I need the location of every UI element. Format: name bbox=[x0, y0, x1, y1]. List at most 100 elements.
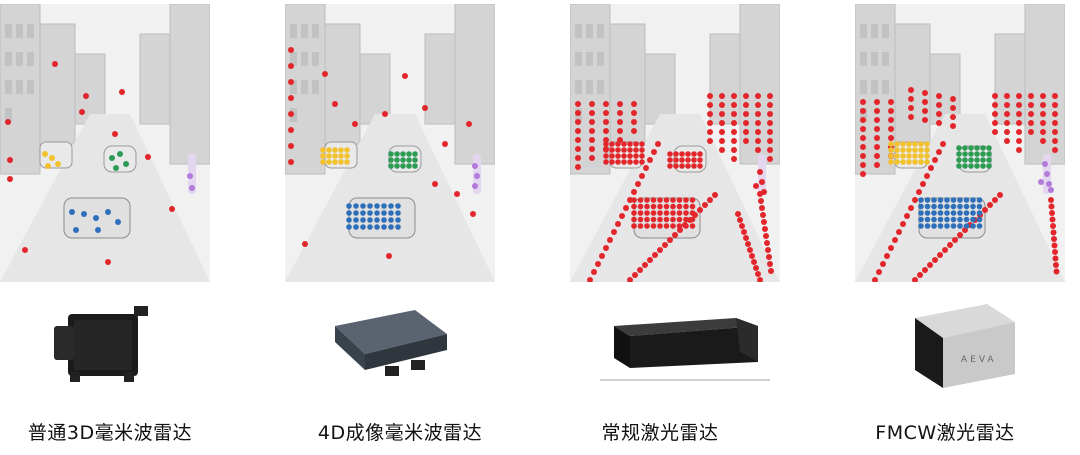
radar-point bbox=[1038, 179, 1044, 185]
building bbox=[39, 23, 76, 145]
radar-point bbox=[676, 203, 683, 210]
radar-point bbox=[918, 216, 924, 223]
radar-point bbox=[1053, 268, 1060, 275]
radar-point bbox=[667, 151, 673, 157]
radar-point bbox=[637, 203, 644, 210]
radar-point bbox=[635, 181, 641, 187]
building bbox=[74, 53, 106, 125]
window bbox=[586, 52, 593, 66]
radar-point bbox=[912, 159, 918, 165]
building bbox=[644, 53, 676, 125]
radar-point bbox=[1028, 120, 1034, 126]
radar-point bbox=[145, 154, 151, 160]
radar-point bbox=[956, 145, 962, 151]
radar-point bbox=[974, 157, 980, 163]
radar-point bbox=[7, 157, 13, 163]
radar-point bbox=[386, 253, 392, 259]
radar-point bbox=[412, 163, 418, 169]
radar-point bbox=[639, 173, 645, 179]
radar-point bbox=[288, 47, 294, 53]
radar-point bbox=[679, 157, 685, 163]
radar-point bbox=[767, 93, 773, 99]
radar-point bbox=[755, 120, 761, 126]
radar-point bbox=[338, 147, 344, 153]
radar-point bbox=[924, 153, 930, 159]
radar-point bbox=[1028, 111, 1034, 117]
radar-point bbox=[575, 101, 581, 107]
radar-point bbox=[639, 141, 645, 147]
radar-point bbox=[874, 99, 880, 105]
radar-point bbox=[707, 93, 713, 99]
radar-point bbox=[906, 147, 912, 153]
radar-point bbox=[1004, 93, 1010, 99]
radar-point bbox=[912, 141, 918, 147]
radar-point bbox=[986, 157, 992, 163]
radar-point bbox=[908, 205, 914, 211]
radar-point bbox=[735, 211, 741, 217]
radar-point bbox=[950, 96, 956, 102]
radar-point bbox=[936, 120, 942, 126]
radar-point bbox=[719, 111, 725, 117]
radar-point bbox=[685, 151, 691, 157]
radar-point bbox=[400, 163, 406, 169]
radar-point bbox=[924, 141, 930, 147]
radar-point bbox=[918, 223, 924, 229]
radar-point bbox=[986, 163, 992, 169]
radar-point bbox=[755, 111, 761, 117]
radar-point bbox=[637, 267, 643, 273]
radar-point bbox=[474, 173, 480, 179]
radar-point bbox=[322, 71, 328, 77]
radar-point bbox=[95, 227, 101, 233]
window bbox=[5, 24, 12, 38]
radar-point bbox=[761, 219, 767, 225]
radar-point bbox=[944, 216, 950, 223]
window bbox=[575, 24, 582, 38]
radar-point bbox=[395, 210, 401, 216]
radar-point bbox=[673, 157, 679, 163]
radar-point bbox=[950, 223, 957, 229]
window bbox=[16, 24, 23, 38]
radar-point bbox=[615, 159, 621, 165]
radar-point bbox=[937, 223, 944, 229]
radar-point bbox=[1052, 120, 1058, 126]
radar-point bbox=[288, 159, 294, 165]
window bbox=[575, 52, 582, 66]
radar-point bbox=[663, 210, 670, 216]
radar-point bbox=[888, 108, 894, 114]
radar-point bbox=[712, 192, 718, 198]
radar-point bbox=[631, 119, 637, 125]
radar-point bbox=[42, 151, 48, 157]
radar-point bbox=[888, 99, 894, 105]
radar-point bbox=[589, 155, 595, 161]
radar-point bbox=[957, 223, 963, 229]
radar-point bbox=[980, 157, 986, 163]
radar-point bbox=[367, 210, 373, 216]
radar-point bbox=[595, 261, 601, 267]
radar-point bbox=[767, 156, 773, 162]
window bbox=[312, 24, 319, 38]
radar-point bbox=[663, 216, 670, 223]
radar-point bbox=[963, 203, 970, 210]
radar-point bbox=[631, 128, 637, 134]
radar-point bbox=[912, 197, 918, 203]
radar-point bbox=[83, 93, 89, 99]
radar-point bbox=[615, 147, 621, 153]
radar-point bbox=[957, 216, 963, 223]
window bbox=[882, 52, 889, 66]
radar-point bbox=[332, 101, 338, 107]
radar-point bbox=[768, 268, 774, 274]
radar-point bbox=[906, 141, 912, 147]
radar-point bbox=[575, 164, 581, 170]
radar-point bbox=[326, 147, 332, 153]
radar-point bbox=[767, 138, 773, 144]
building bbox=[894, 23, 931, 145]
radar-point bbox=[619, 213, 625, 219]
radar-point bbox=[1040, 120, 1046, 126]
radar-point bbox=[1016, 129, 1022, 135]
radar-point bbox=[670, 210, 676, 216]
radar-point bbox=[894, 153, 900, 159]
radar-point bbox=[395, 224, 401, 230]
radar-point bbox=[924, 223, 931, 229]
radar-point bbox=[1040, 129, 1046, 135]
radar-point bbox=[639, 147, 645, 153]
